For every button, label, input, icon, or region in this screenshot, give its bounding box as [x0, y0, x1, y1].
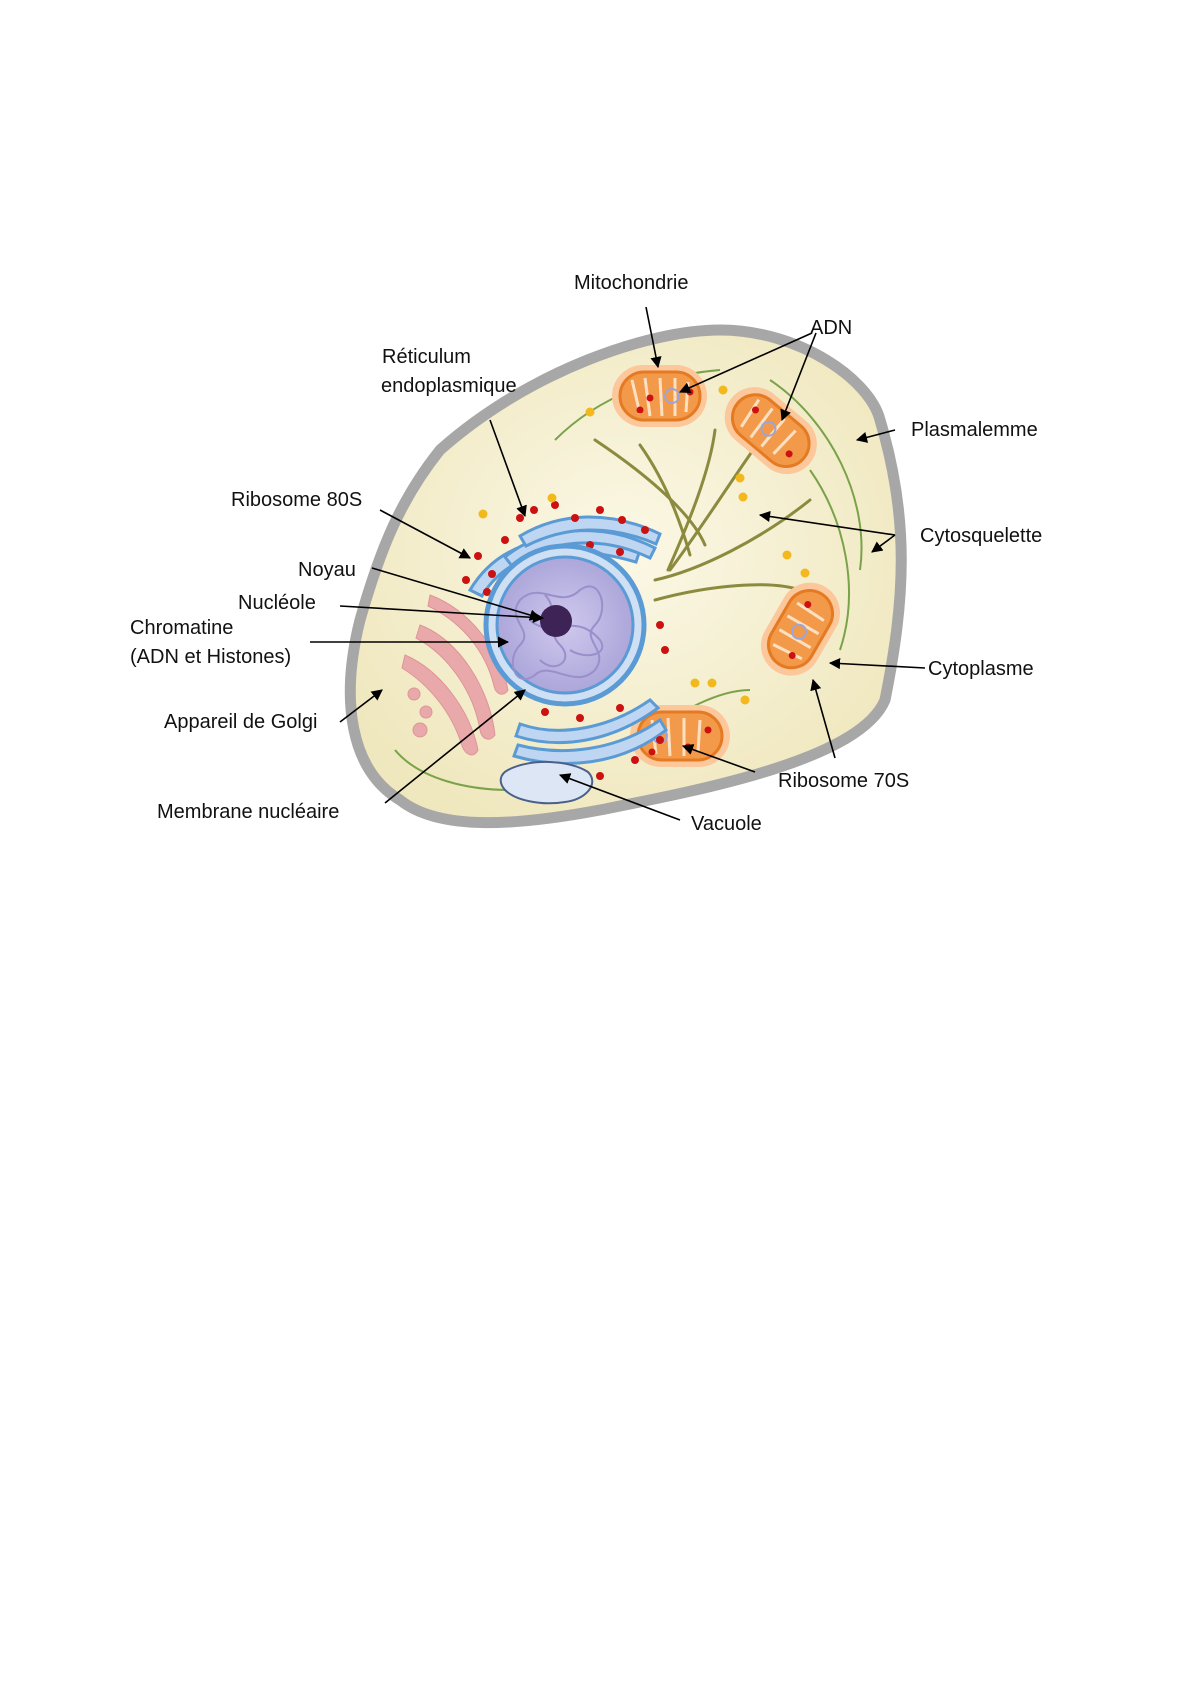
nucleolus [540, 605, 572, 637]
mitochondrion-top [612, 365, 707, 427]
label-plasmalemme: Plasmalemme [911, 419, 1038, 441]
granules [478, 385, 810, 705]
mitochondrion-right [724, 387, 817, 475]
label-vacuole: Vacuole [691, 813, 762, 835]
nucleus [483, 543, 647, 707]
label-ribosome-80s: Ribosome 80S [231, 489, 362, 511]
golgi-apparatus [401, 594, 509, 756]
label-reticulum-line1: Réticulum [382, 346, 471, 368]
vacuole [499, 761, 594, 805]
label-chromatine-line1: Chromatine [130, 617, 233, 639]
label-chromatine-line2: (ADN et Histones) [130, 646, 291, 668]
label-cytoplasme: Cytoplasme [928, 658, 1034, 680]
label-golgi: Appareil de Golgi [164, 711, 317, 733]
mitochondrion-lower-right [761, 582, 840, 676]
label-nucleole: Nucléole [238, 592, 316, 614]
label-reticulum-line2: endoplasmique [381, 375, 517, 397]
label-ribosome-70s: Ribosome 70S [778, 770, 909, 792]
label-adn: ADN [810, 317, 852, 339]
label-membrane-nucleaire: Membrane nucléaire [157, 801, 339, 823]
labels: Mitochondrie ADN Réticulum endoplasmique… [130, 272, 1042, 835]
label-cytosquelette: Cytosquelette [920, 525, 1042, 547]
label-noyau: Noyau [298, 559, 356, 581]
cytoskeleton [593, 428, 812, 602]
leader-arrows [310, 306, 926, 821]
label-mitochondrie: Mitochondrie [574, 272, 689, 294]
